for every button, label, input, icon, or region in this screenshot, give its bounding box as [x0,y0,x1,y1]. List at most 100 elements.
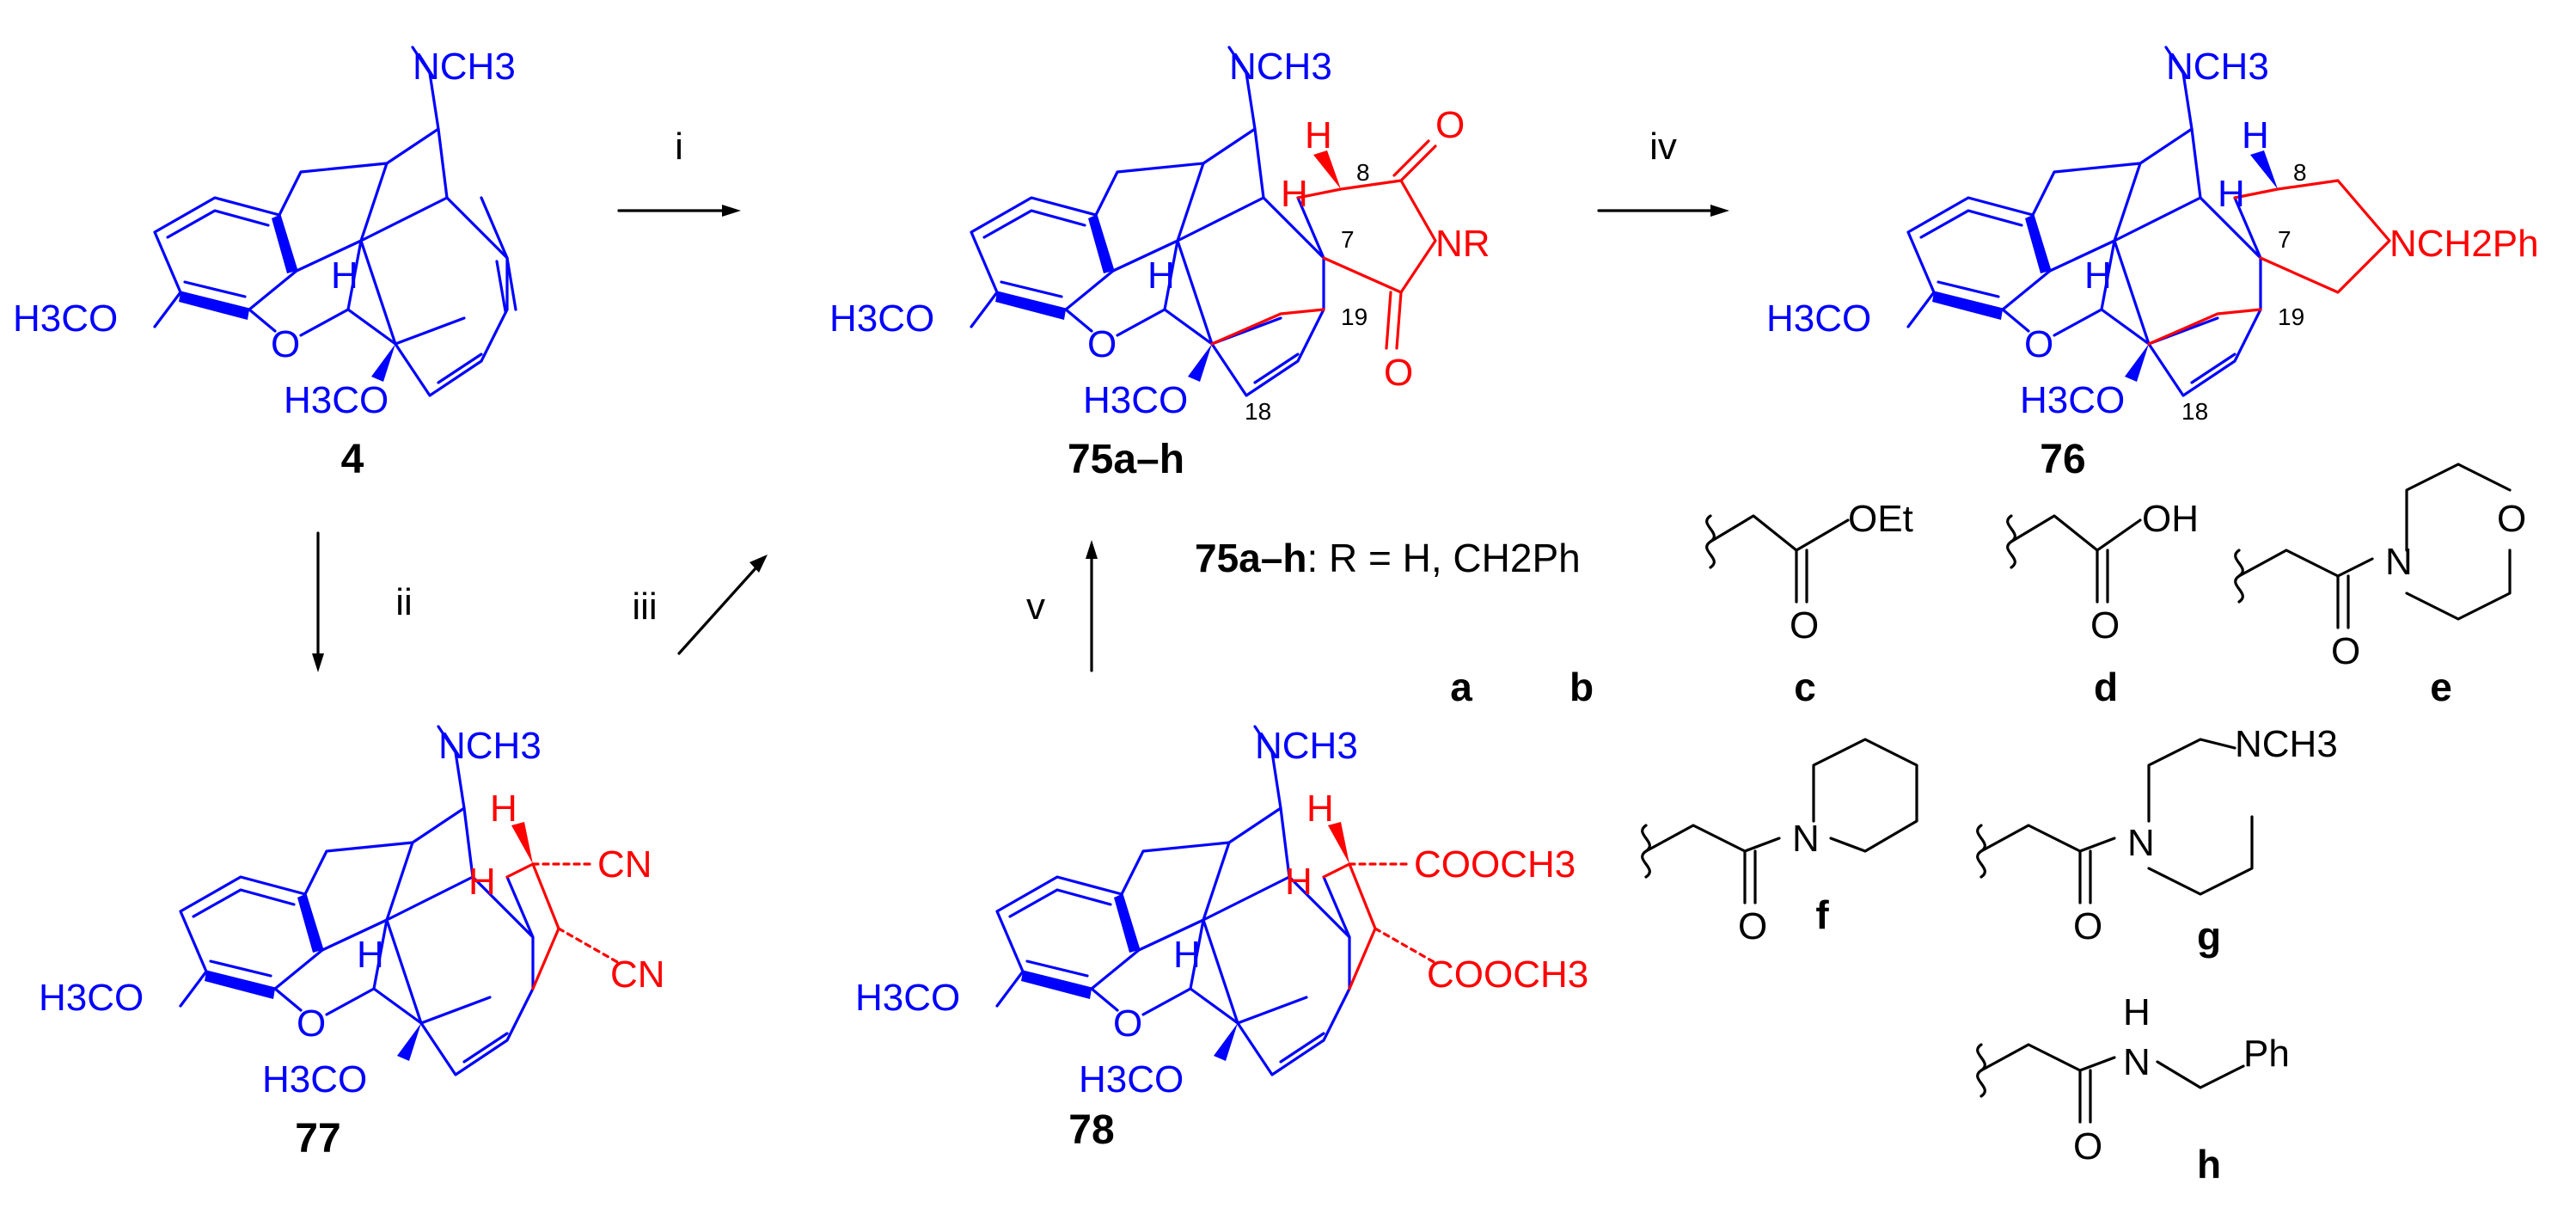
atom-h-red: H [490,788,517,830]
atom-nch3: NCH3 [438,725,542,767]
atom-h3co-aromatic: H3CO [13,297,118,340]
legend-line: 75a–h: R = H, CH2Ph [1195,536,1581,580]
atom-h-blue: H [2242,114,2269,156]
locant-8: 8 [2293,159,2307,186]
atom-o-ether: O [297,1002,326,1045]
atom-o-ether: O [2024,323,2053,365]
atom-n: N [2123,1041,2151,1083]
atom-h-red: H [1306,788,1334,830]
locant-18: 18 [2181,398,2208,425]
locant-19: 19 [2278,303,2304,330]
compound-label-4: 4 [341,437,364,482]
atom-o-ether: O [1087,323,1117,365]
atom-nch3: NCH3 [413,46,516,88]
atom-cn-bottom: CN [610,953,665,996]
locant-7: 7 [2278,226,2291,253]
atom-coococh3-top: COOCH3 [1414,843,1576,886]
atom-o-imide-bottom: O [1384,352,1413,394]
atom-h3co-aromatic: H3CO [39,977,144,1019]
locant-8: 8 [1356,159,1370,186]
atom-n: N [1792,818,1820,860]
atom-h-red-2: H [468,861,496,903]
atom-oet: OEt [1848,498,1913,540]
compound-label-76: 76 [2040,437,2085,482]
atom-o-ether: O [1113,1002,1142,1045]
arrow-step-iii: iii [632,555,768,655]
substituent-d: OH O d [2006,498,2199,709]
atom-h-red-2: H [1281,173,1308,215]
atom-o: O [2073,1125,2102,1168]
step-label-iv: iv [1649,126,1677,168]
compound-label-77: 77 [295,1116,340,1162]
substituent-legend: 75a–h: R = H, CH2Ph a b OEt O c OH O d [1195,463,2526,1186]
compound-78: NCH3 H3CO O H H3CO H H COOCH3 COOCH3 [855,725,1588,1100]
locant-19: 19 [1341,303,1368,330]
compound-label-75: 75a–h [1068,437,1184,482]
step-label-iii: iii [632,585,657,628]
atom-h-red: H [1305,114,1332,156]
atom-o: O [2090,604,2120,647]
legend-letter-e: e [2430,665,2452,709]
compound-76: NCH3 H3CO O H H3CO H H NCH2Ph 8 7 19 18 [1766,46,2539,425]
compound-label-78: 78 [1068,1107,1114,1153]
legend-letter-d: d [2094,665,2118,709]
compound-77: NCH3 H3CO O H H3CO H H CN CN [39,725,665,1100]
substituent-f: N O f [1641,738,1918,947]
locant-18: 18 [1245,398,1271,425]
legend-letter-f: f [1815,892,1829,937]
atom-o-ring: O [2497,498,2526,540]
atom-o: O [1790,604,1819,647]
locant-7: 7 [1341,226,1355,253]
step-label-ii: ii [395,581,413,623]
legend-letter-g: g [2197,914,2221,959]
compound-75: NCH3 H3CO O H H3CO H H O O NR 8 7 19 18 [829,46,1490,425]
atom-h3co-methoxy: H3CO [284,379,389,421]
substituent-h: N H Ph O h [1976,991,2290,1186]
atom-o: O [1738,905,1767,947]
legend-text: : R = H, CH2Ph [1306,536,1580,580]
substituent-g: N NCH3 O g [1976,723,2338,959]
atom-h-red-2: H [1285,861,1312,903]
legend-letter-c: c [1794,665,1816,709]
atom-oh: OH [2142,498,2199,540]
atom-h: H [2123,991,2151,1033]
atom-h3co-aromatic: H3CO [855,977,960,1019]
atom-h3co-aromatic: H3CO [829,297,934,340]
atom-h3co-methoxy: H3CO [262,1058,367,1100]
legend-letter-a: a [1450,665,1472,709]
arrow-step-ii: ii [312,531,413,672]
atom-n: N [2127,822,2155,864]
atom-h3co-methoxy: H3CO [1079,1058,1184,1100]
arrow-step-iv: iv [1597,126,1729,217]
atom-ph: Ph [2243,1033,2290,1075]
atom-n: N [2385,541,2413,583]
atom-o: O [2331,630,2360,672]
atom-o: O [2073,905,2102,947]
legend-letter-h: h [2197,1142,2221,1186]
legend-prefix: 75a–h [1195,536,1306,580]
atom-coococh3-bottom: COOCH3 [1427,953,1588,996]
legend-letter-b: b [1569,665,1594,709]
atom-h3co-methoxy: H3CO [1083,379,1188,421]
atom-o-imide-top: O [1435,104,1465,146]
atom-nch3: NCH3 [1255,725,1358,767]
atom-cn-top: CN [597,843,652,886]
atom-h: H [2084,254,2112,297]
atom-nch3: NCH3 [1229,46,1332,88]
substituent-c: OEt O c [1705,498,1913,709]
arrow-step-v: v [1026,540,1098,672]
step-label-v: v [1026,585,1045,628]
atom-h3co-methoxy: H3CO [2020,379,2125,421]
atom-o-ether: O [271,323,300,365]
atom-h: H [331,254,358,297]
atom-nch2ph: NCH2Ph [2389,223,2539,265]
atom-h: H [357,934,384,976]
atom-n-methyl: NCH3 [2235,723,2338,765]
arrow-step-i: i [617,126,741,217]
atom-h: H [1173,934,1201,976]
atom-nr: NR [1435,223,1490,265]
atom-nch3: NCH3 [2166,46,2269,88]
step-label-i: i [675,126,683,168]
atom-h-blue-2: H [2218,173,2245,215]
